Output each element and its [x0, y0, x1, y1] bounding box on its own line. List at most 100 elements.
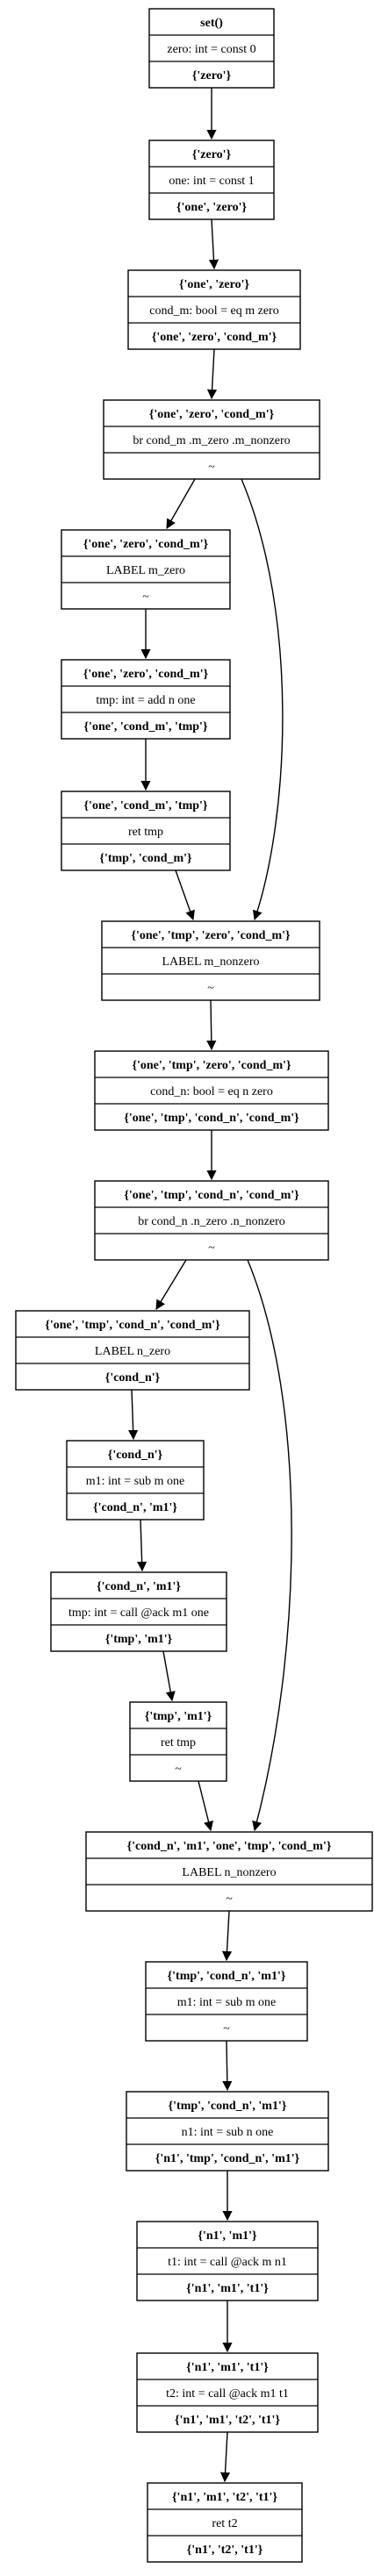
edge-n12-n13	[162, 1650, 176, 1702]
node-head-text: {'tmp', 'cond_n', 'm1'}	[168, 1970, 286, 1983]
node-box	[50, 1571, 227, 1652]
cfg-node-n15: {'tmp', 'cond_n', 'm1'} m1: int = sub m o…	[145, 1961, 308, 2042]
node-tail-text: {'one', 'cond_m', 'tmp'}	[84, 720, 208, 733]
node-tail-text: {'one', 'tmp', 'cond_n', 'cond_m'}	[124, 1112, 299, 1125]
edge-n9-n10	[155, 1259, 187, 1310]
node-body-text: t2: int = call @ack m1 t1	[166, 2387, 289, 2401]
node-body-text: LABEL n_zero	[95, 1345, 170, 1358]
node-box	[61, 529, 231, 610]
node-head-text: {'one', 'tmp', 'zero', 'cond_m'}	[132, 1059, 291, 1072]
node-head-text: {'one', 'zero', 'cond_m'}	[149, 408, 275, 421]
node-head-text: {'one', 'tmp', 'cond_n', 'cond_m'}	[124, 1189, 299, 1202]
edge-n9-n14	[247, 1259, 292, 1832]
node-head-text: {'cond_n', 'm1', 'one', 'tmp', 'cond_m'}	[127, 1840, 332, 1853]
node-body-text: n1: int = sub n one	[182, 2126, 274, 2139]
node-head-text: {'one', 'zero', 'cond_m'}	[83, 668, 209, 681]
node-box	[61, 659, 231, 740]
node-box	[127, 269, 301, 350]
node-box	[145, 1961, 308, 2042]
cfg-node-n8: {'one', 'tmp', 'zero', 'cond_m'} cond_n: …	[94, 1050, 329, 1131]
node-body-text: ret t2	[212, 2517, 237, 2530]
node-head-text: {'one', 'cond_m', 'tmp'}	[84, 799, 208, 812]
node-head-text: {'n1', 'm1', 't1'}	[186, 2361, 269, 2374]
node-tail-text: {'n1', 'tmp', 'cond_n', 'm1'}	[155, 2152, 300, 2165]
node-box	[103, 399, 320, 480]
cfg-node-n11: {'cond_n'}m1: int = sub m one{'cond_n', …	[66, 1440, 205, 1521]
node-box	[94, 1180, 329, 1261]
node-box	[136, 2221, 319, 2301]
node-tail-text: ~	[208, 461, 215, 474]
node-head-text: {'one', 'zero'}	[179, 278, 249, 291]
cfg-node-n9: {'one', 'tmp', 'cond_n', 'cond_m'}br con…	[94, 1180, 329, 1261]
node-body-text: LABEL m_nonzero	[162, 955, 259, 969]
cfg-node-n5: {'one', 'zero', 'cond_m'}tmp: int = add …	[61, 659, 231, 740]
node-tail-text: ~	[208, 1241, 215, 1255]
node-body-text: cond_m: bool = eq m zero	[149, 304, 278, 318]
node-box	[126, 2091, 329, 2172]
node-box	[147, 2482, 303, 2563]
edge-n7-n8	[206, 999, 217, 1051]
node-tail-text: {'one', 'zero', 'cond_m'}	[152, 331, 277, 344]
edge-n11-n12	[137, 1519, 147, 1572]
node-body-text: cond_n: bool = eq n zero	[150, 1085, 273, 1098]
edge-n6-n7	[175, 869, 195, 921]
cfg-node-n6: {'one', 'cond_m', 'tmp'}ret tmp{'tmp', '…	[61, 791, 231, 871]
node-head-text: {'cond_n'}	[108, 1449, 163, 1462]
node-head-text: {'tmp', 'cond_n', 'm1'}	[169, 2100, 287, 2113]
node-box	[85, 1831, 373, 1912]
node-tail-text: {'n1', 'm1', 't1'}	[186, 2282, 269, 2295]
node-head-text: {'n1', 'm1', 't2', 't1'}	[172, 2491, 277, 2504]
node-tail-text: ~	[226, 1893, 233, 1906]
node-tail-text: {'tmp', 'm1'}	[105, 1633, 173, 1646]
edge-n13-n14	[198, 1780, 213, 1832]
node-head-text: {'zero'}	[192, 148, 232, 161]
cfg-node-n3: {'one', 'zero', 'cond_m'}br cond_m .m_ze…	[103, 399, 320, 480]
node-body-text: LABEL n_nonzero	[182, 1866, 276, 1879]
node-box	[15, 1310, 250, 1391]
node-tail-text: ~	[142, 590, 149, 604]
node-tail-text: ~	[175, 1763, 182, 1776]
node-body-text: br cond_m .m_zero .m_nonzero	[133, 434, 290, 447]
node-head-text: {'one', 'tmp', 'cond_n', 'cond_m'}	[45, 1319, 220, 1332]
node-body-text: m1: int = sub m one	[86, 1475, 185, 1488]
node-tail-text: {'one', 'zero'}	[176, 201, 247, 214]
cfg-node-n13: {'tmp', 'm1'}ret tmp~	[129, 1701, 227, 1782]
cfg-node-n2: {'one', 'zero'} cond_m: bool = eq m zero {…	[127, 269, 301, 350]
cfg-node-n14: {'cond_n', 'm1', 'one', 'tmp', 'cond_m'}…	[85, 1831, 373, 1912]
node-body-text: one: int = const 1	[169, 175, 254, 188]
node-head-text: {'cond_n', 'm1'}	[97, 1580, 181, 1593]
node-box	[61, 791, 231, 871]
node-tail-text: {'n1', 'm1', 't2', 't1'}	[175, 2414, 280, 2427]
node-body-text: br cond_n .n_zero .n_nonzero	[138, 1215, 285, 1228]
node-box	[66, 1440, 205, 1521]
node-tail-text: {'zero'}	[192, 69, 232, 82]
cfg-node-n10: {'one', 'tmp', 'cond_n', 'cond_m'} LABEL …	[15, 1310, 250, 1391]
node-box	[101, 920, 320, 1001]
node-body-text: m1: int = sub m one	[177, 1996, 277, 2009]
node-head-text: {'one', 'tmp', 'zero', 'cond_m'}	[131, 929, 291, 942]
node-tail-text: {'n1', 't2', 't1'}	[187, 2544, 263, 2557]
edge-n18-n19	[219, 2431, 231, 2483]
node-tail-text: ~	[223, 2022, 230, 2036]
node-box	[136, 2352, 319, 2433]
node-body-text: ret tmp	[161, 1736, 196, 1750]
cfg-node-n18: {'n1', 'm1', 't1'} t2: int = call @ack m1…	[136, 2352, 319, 2433]
edge-n1-n2	[208, 218, 219, 270]
node-body-text: zero: int = const 0	[167, 43, 255, 56]
cfg-node-n19: {'n1', 'm1', 't2', 't1'} ret t2 {'n1', 't2…	[147, 2482, 303, 2563]
cfg-node-n16: {'tmp', 'cond_n', 'm1'} n1: int = sub n o…	[126, 2091, 329, 2172]
node-head-text: {'n1', 'm1'}	[198, 2229, 257, 2243]
cfg-node-n12: {'cond_n', 'm1'}tmp: int = call @ack m1 …	[50, 1571, 227, 1652]
node-head-text: {'one', 'zero', 'cond_m'}	[83, 538, 209, 551]
node-head-text: set()	[200, 17, 223, 30]
cfg-node-n1: {'zero'} one: int = const 1 {'one', 'zero'…	[148, 140, 275, 220]
edge-n3-n7	[241, 478, 284, 921]
cfg-node-n0: set() zero: int = const 0 {'zero'}	[148, 8, 275, 89]
node-box	[94, 1050, 329, 1131]
node-body-text: LABEL m_zero	[106, 564, 185, 577]
cfg-node-n17: {'n1', 'm1'}t1: int = call @ack m n1{'n1…	[136, 2221, 319, 2301]
node-tail-text: {'cond_n'}	[105, 1371, 161, 1385]
node-tail-text: ~	[207, 982, 214, 995]
cfg-node-n4: {'one', 'zero', 'cond_m'} LABEL m_zero ~	[61, 529, 231, 610]
